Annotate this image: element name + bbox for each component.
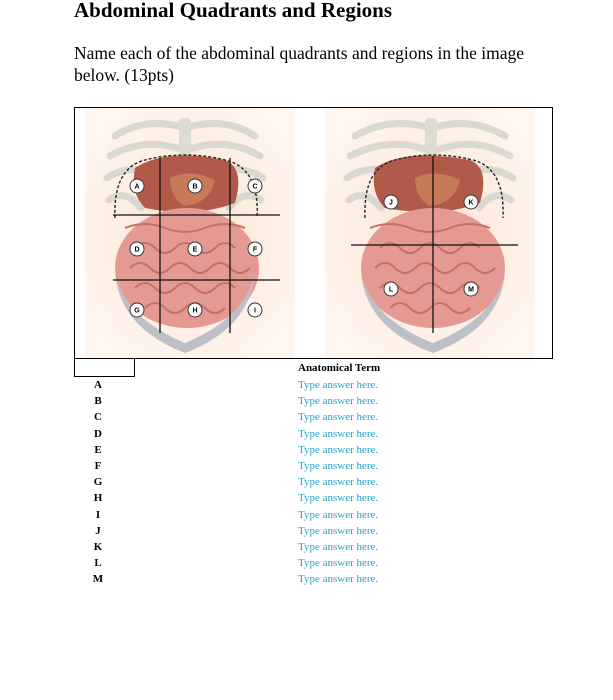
answer-field[interactable]: Type answer here. (298, 377, 378, 393)
label-I: I (248, 303, 262, 317)
svg-text:F: F (253, 247, 258, 254)
abdomen-figure: A B C D E F G H I (74, 107, 553, 359)
answer-field[interactable]: Type answer here. (298, 393, 378, 409)
row-letter: D (74, 426, 122, 442)
svg-text:A: A (134, 184, 139, 191)
answer-field[interactable]: Type answer here. (298, 555, 378, 571)
svg-text:I: I (254, 308, 256, 315)
table-row: C Type answer here. (74, 409, 474, 425)
table-row: I Type answer here. (74, 507, 474, 523)
svg-text:H: H (192, 308, 197, 315)
table-row: L Type answer here. (74, 555, 474, 571)
answer-field[interactable]: Type answer here. (298, 571, 378, 587)
row-letter: G (74, 474, 122, 490)
label-C: C (248, 179, 262, 193)
svg-text:B: B (192, 184, 197, 191)
label-J: J (384, 195, 398, 209)
answer-field[interactable]: Type answer here. (298, 490, 378, 506)
table-row: K Type answer here. (74, 539, 474, 555)
answer-field[interactable]: Type answer here. (298, 409, 378, 425)
row-letter: M (74, 571, 122, 587)
table-row: F Type answer here. (74, 458, 474, 474)
label-A: A (130, 179, 144, 193)
label-D: D (130, 242, 144, 256)
row-letter: I (74, 507, 122, 523)
answer-field[interactable]: Type answer here. (298, 507, 378, 523)
table-row: A Type answer here. (74, 377, 474, 393)
table-row: J Type answer here. (74, 523, 474, 539)
label-H: H (188, 303, 202, 317)
label-B: B (188, 179, 202, 193)
answer-field[interactable]: Type answer here. (298, 442, 378, 458)
abdomen-illustration: A B C D E F G H I (75, 108, 552, 358)
label-K: K (464, 195, 478, 209)
column-header: Anatomical Term (298, 362, 380, 374)
table-row: G Type answer here. (74, 474, 474, 490)
table-row: H Type answer here. (74, 490, 474, 506)
answer-field[interactable]: Type answer here. (298, 458, 378, 474)
row-letter: C (74, 409, 122, 425)
label-L: L (384, 282, 398, 296)
svg-text:L: L (389, 287, 394, 294)
right-torso: J K L M (325, 108, 535, 358)
row-letter: J (74, 523, 122, 539)
answer-field[interactable]: Type answer here. (298, 474, 378, 490)
svg-text:K: K (468, 200, 473, 207)
svg-text:G: G (134, 308, 140, 315)
left-torso: A B C D E F G H I (85, 108, 295, 358)
svg-text:J: J (389, 200, 393, 207)
table-row: E Type answer here. (74, 442, 474, 458)
row-letter: B (74, 393, 122, 409)
label-E: E (188, 242, 202, 256)
row-letter: K (74, 539, 122, 555)
svg-text:C: C (252, 184, 257, 191)
label-G: G (130, 303, 144, 317)
table-row: B Type answer here. (74, 393, 474, 409)
table-row: D Type answer here. (74, 426, 474, 442)
svg-text:E: E (193, 247, 198, 254)
table-row: M Type answer here. (74, 571, 474, 587)
answer-field[interactable]: Type answer here. (298, 539, 378, 555)
row-letter: A (74, 377, 122, 393)
row-letter: F (74, 458, 122, 474)
page-title: Abdominal Quadrants and Regions (74, 0, 392, 23)
answer-field[interactable]: Type answer here. (298, 523, 378, 539)
table-header-cell (74, 358, 135, 377)
svg-text:M: M (468, 287, 474, 294)
instructions: Name each of the abdominal quadrants and… (74, 42, 564, 86)
row-letter: E (74, 442, 122, 458)
row-letter: H (74, 490, 122, 506)
label-F: F (248, 242, 262, 256)
row-letter: L (74, 555, 122, 571)
svg-text:D: D (134, 247, 139, 254)
answer-table: A Type answer here. B Type answer here. C T… (74, 377, 474, 587)
label-M: M (464, 282, 478, 296)
answer-field[interactable]: Type answer here. (298, 426, 378, 442)
